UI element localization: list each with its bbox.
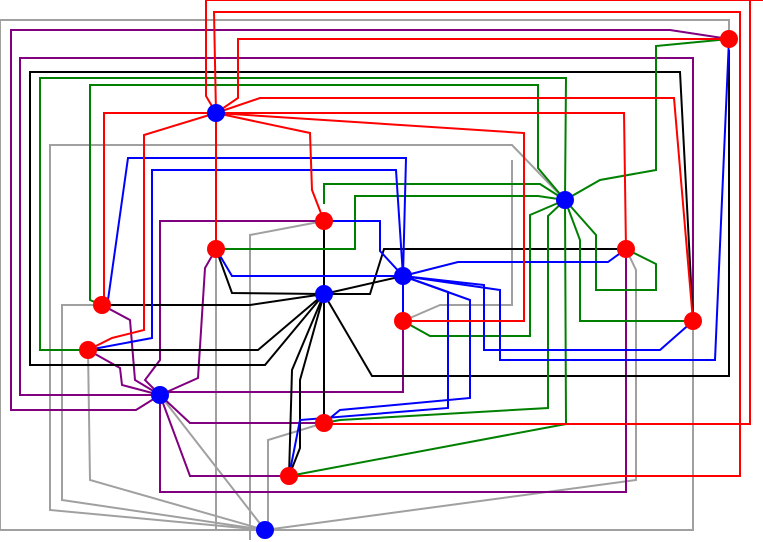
black-edge	[215, 248, 325, 295]
blue-edge	[324, 220, 404, 277]
red-edge	[215, 97, 694, 322]
purple-edge	[159, 394, 289, 477]
blue-edge	[402, 275, 694, 351]
green-edge	[564, 199, 693, 322]
gray-edge	[402, 160, 513, 322]
node-r-left-bottom	[79, 341, 97, 359]
node-b-left-lower	[151, 386, 169, 404]
gray-edge	[265, 321, 694, 531]
purple-edge	[19, 57, 694, 396]
black-edge	[324, 248, 626, 295]
node-b-top-left	[207, 104, 225, 122]
blue-edge	[215, 248, 403, 277]
node-r-right-mid	[617, 240, 635, 258]
purple-edge	[10, 29, 730, 411]
gray-edge	[61, 304, 266, 531]
green-edge	[564, 38, 730, 201]
black-edge	[323, 50, 730, 377]
node-r-bottom-left	[280, 467, 298, 485]
red-edge	[87, 112, 217, 351]
blue-edge	[288, 275, 449, 477]
black-edge	[288, 293, 325, 477]
purple-edge	[159, 394, 324, 424]
node-r-far-right	[684, 312, 702, 330]
purple-edge	[159, 249, 627, 493]
black-edge	[288, 293, 325, 477]
blue-edge	[87, 169, 404, 351]
node-b-right-upper	[556, 191, 574, 209]
red-edge	[215, 112, 525, 322]
node-r-center-low	[394, 312, 412, 330]
gray-edge	[249, 220, 325, 540]
green-edge	[323, 199, 566, 424]
gray-edge	[0, 19, 730, 531]
gray-edge	[87, 349, 266, 531]
blue-edge	[402, 248, 627, 277]
node-b-bottom	[256, 521, 274, 539]
green-edge	[89, 84, 566, 306]
gray-edge	[159, 394, 266, 531]
purple-edge	[87, 349, 161, 396]
node-r-left-mid	[207, 240, 225, 258]
red-edge	[216, 112, 627, 250]
node-b-center	[315, 285, 333, 303]
purple-edge	[159, 248, 217, 396]
node-layer	[79, 30, 738, 539]
node-b-center-right	[394, 267, 412, 285]
black-edge	[323, 275, 404, 295]
black-edge	[88, 293, 325, 351]
green-edge	[39, 77, 568, 351]
gray-edge	[49, 144, 566, 531]
red-edge	[215, 112, 325, 222]
node-r-center-top	[315, 212, 333, 230]
green-edge	[216, 195, 566, 250]
green-edge	[564, 199, 657, 291]
node-r-bottom-center	[315, 414, 333, 432]
blue-edge	[402, 38, 730, 361]
purple-edge	[143, 220, 324, 396]
black-edge	[29, 71, 694, 366]
node-r-top-right	[720, 30, 738, 48]
red-edge	[215, 38, 729, 114]
red-edge	[205, 0, 763, 425]
green-edge	[323, 183, 566, 204]
gray-edge	[267, 422, 325, 530]
node-r-left-low	[93, 296, 111, 314]
red-edge	[212, 11, 741, 477]
green-edge	[402, 199, 566, 337]
gray-edge	[215, 249, 265, 531]
